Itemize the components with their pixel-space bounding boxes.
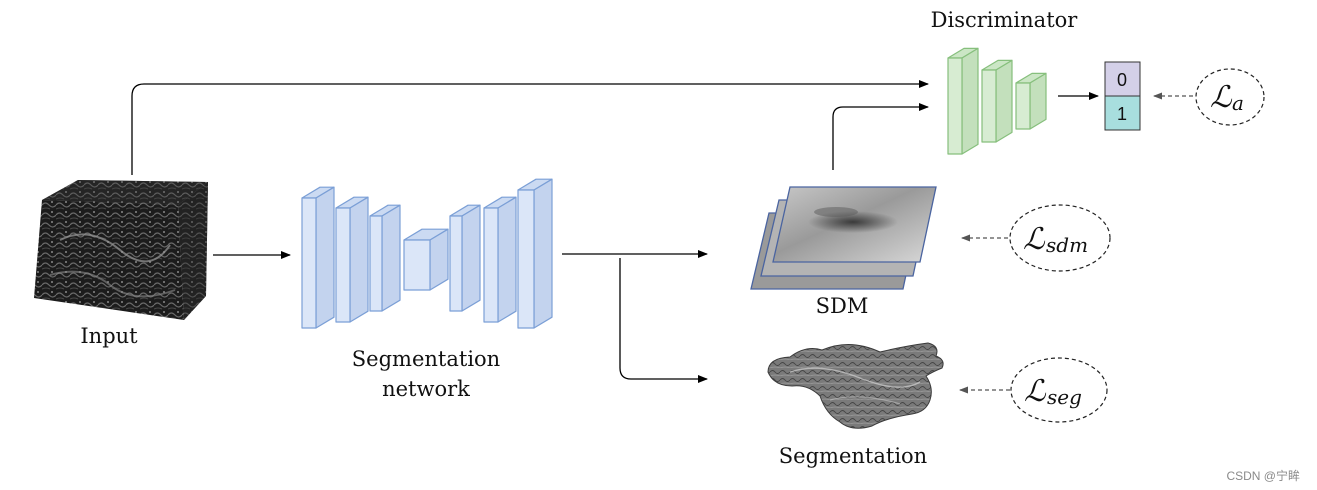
- arrow-sdm-to-discriminator: [832, 103, 929, 170]
- segmentation-mesh-image: [767, 342, 944, 429]
- discriminator-label: Discriminator: [931, 8, 1079, 32]
- adversarial-loss-ellipse: [1195, 68, 1265, 126]
- sdm-loss-subscript: sdm: [1046, 233, 1088, 257]
- segmentation-network-label-line2: network: [382, 377, 470, 401]
- seg-loss-ellipse: [1010, 357, 1108, 423]
- sdm-image-stack: [750, 186, 937, 290]
- network-block-5: [449, 204, 481, 312]
- seg-loss-subscript: seg: [1047, 385, 1082, 409]
- sdm-loss-symbol: ℒ: [1023, 222, 1046, 257]
- network-block-1: [301, 186, 335, 329]
- segmentation-network-label-line1: Segmentation: [352, 347, 500, 371]
- discriminator-block-1: [947, 47, 979, 155]
- discriminator-blocks: [947, 47, 1047, 155]
- adversarial-loss-subscript: a: [1232, 91, 1244, 115]
- segmentation-network-blocks: [301, 178, 553, 329]
- discriminator-output-box: [1104, 61, 1141, 131]
- arrow-input-to-discriminator: [131, 80, 929, 175]
- discriminator-block-2: [981, 59, 1013, 143]
- network-block-6: [483, 196, 517, 323]
- seg-loss-symbol: ℒ: [1024, 374, 1047, 409]
- network-block-2: [335, 196, 369, 323]
- discriminator-block-3: [1015, 72, 1047, 130]
- output-zero-text: 0: [1117, 70, 1127, 90]
- watermark: CSDN @宁眸: [1226, 468, 1300, 483]
- network-block-4: [403, 228, 449, 291]
- sdm-loss-ellipse: [1009, 204, 1111, 272]
- segmentation-label: Segmentation: [779, 444, 927, 468]
- sdm-label: SDM: [816, 294, 869, 318]
- adversarial-loss-symbol: ℒ: [1210, 80, 1233, 115]
- network-block-3: [369, 204, 401, 312]
- output-zero-cell: [1104, 61, 1141, 97]
- network-block-7: [517, 178, 553, 329]
- arrow-network-to-segmentation: [619, 258, 708, 383]
- input-label: Input: [80, 324, 138, 348]
- output-one-cell: [1104, 95, 1141, 131]
- output-one-text: 1: [1117, 104, 1127, 124]
- input-volume-image: [34, 180, 208, 320]
